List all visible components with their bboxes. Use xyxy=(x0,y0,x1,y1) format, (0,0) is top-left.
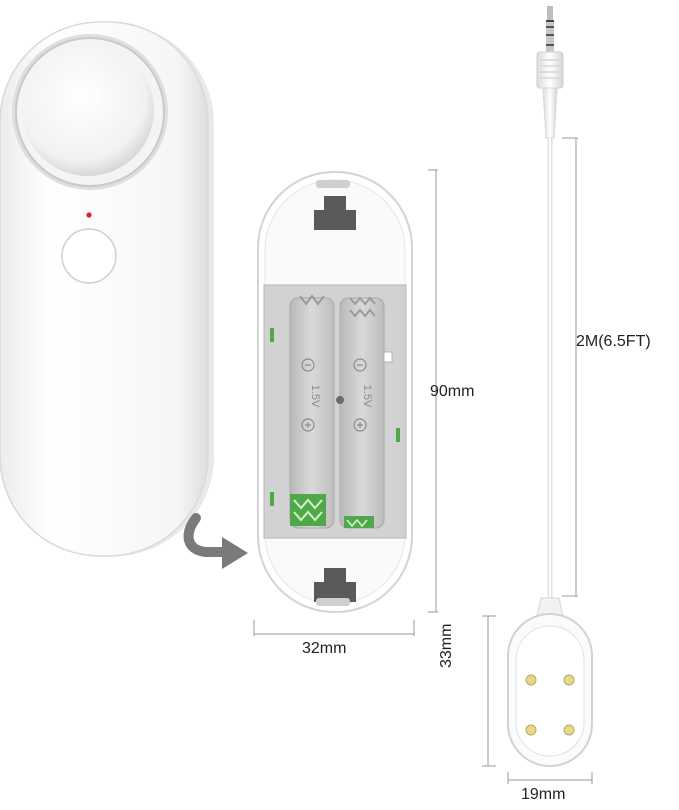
battery-label-left: 1.5V xyxy=(309,385,321,408)
device-back-view: 1.5V 1.5V xyxy=(257,171,413,613)
battery-cell-right xyxy=(339,297,385,529)
dimension-probe-width-marker xyxy=(507,772,593,784)
battery-label-right: 1.5V xyxy=(361,385,373,408)
indicator-led xyxy=(86,212,92,218)
probe-pin xyxy=(525,724,537,736)
device-front-view xyxy=(0,21,214,557)
probe-pin xyxy=(525,674,537,686)
test-button[interactable] xyxy=(61,228,117,284)
curved-arrow-icon xyxy=(183,513,248,569)
cable-length-label: 2M(6.5FT) xyxy=(576,333,651,350)
probe-height-label: 33mm xyxy=(438,623,455,668)
dimension-width-marker xyxy=(253,620,415,636)
dimension-height-marker xyxy=(428,169,438,613)
audio-jack-icon xyxy=(536,6,564,139)
battery-compartment: 1.5V 1.5V xyxy=(263,284,407,539)
battery-cell-left xyxy=(289,297,335,529)
water-sensor-probe xyxy=(507,597,593,767)
battery-width-label: 32mm xyxy=(302,640,347,657)
probe-pin xyxy=(563,724,575,736)
spring-contact-icon xyxy=(290,494,374,528)
battery-height-label: 90mm xyxy=(430,383,475,400)
dimension-cable-marker xyxy=(562,137,578,597)
probe-pin xyxy=(563,674,575,686)
dimension-probe-height-marker xyxy=(482,615,496,767)
probe-width-label: 19mm xyxy=(521,786,566,803)
